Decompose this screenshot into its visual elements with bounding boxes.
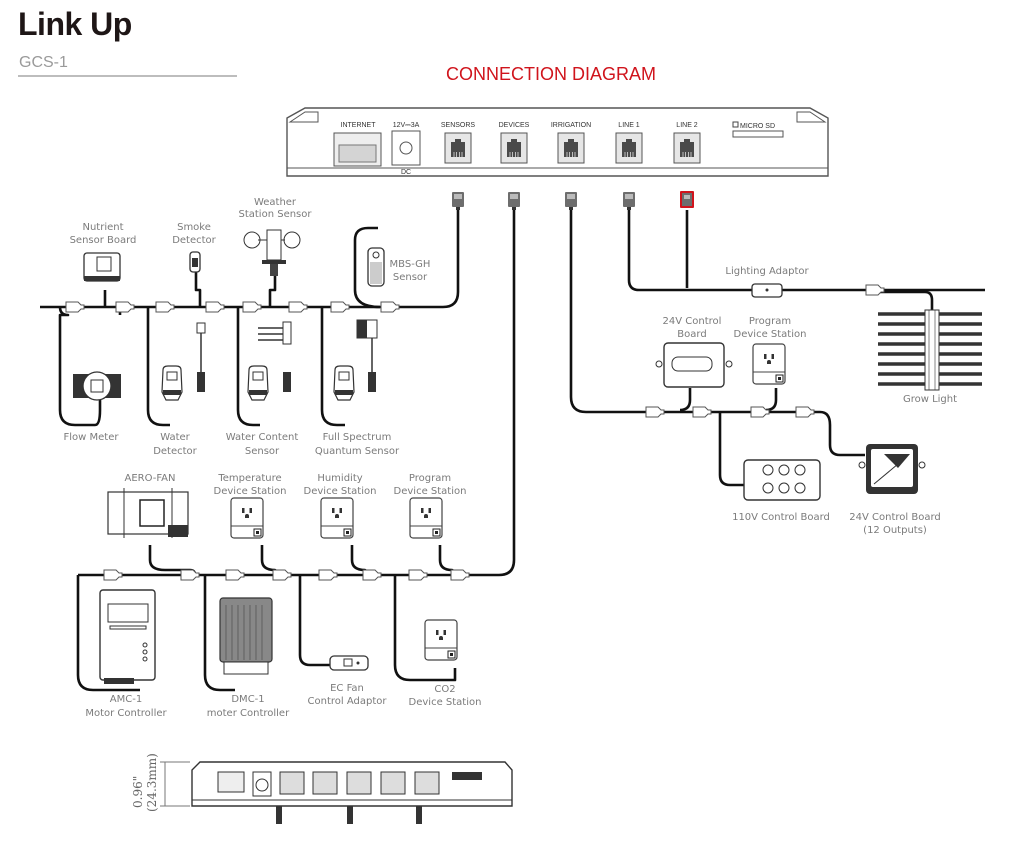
port-label-line-1: LINE 1: [618, 122, 640, 129]
mbs-gh-sensor: [367, 247, 385, 287]
port-devices: [500, 132, 528, 164]
plug-sensors-icon: [452, 192, 464, 210]
label-water-detector-line2: Detector: [153, 446, 197, 457]
ec-fan-control-adaptor: [329, 655, 369, 671]
label-24v-line2: Board: [677, 329, 706, 340]
port-label-internet: INTERNET: [341, 122, 377, 129]
label-dmc-line2: moter Controller: [207, 708, 290, 719]
lighting-adaptor: [751, 283, 783, 298]
label-water-content-line1: Water Content: [226, 432, 299, 443]
label-110v: 110V Control Board: [732, 512, 830, 523]
grow-light: [878, 309, 982, 391]
amc-1-motor-controller: [99, 589, 156, 684]
water-content-sensor: [247, 321, 292, 401]
port-line-2: [673, 132, 701, 164]
sd-indicator-icon: [732, 121, 739, 128]
port-irrigation: [557, 132, 585, 164]
page-subtitle: GCS-1: [19, 54, 68, 71]
sd-label: MICRO SD: [740, 123, 775, 130]
program-device-station-devices[interactable]: [409, 497, 443, 539]
label-mbs-line1: MBS-GH: [390, 259, 431, 270]
labels: Nutrient Sensor Board Smoke Detector Wea…: [64, 197, 958, 719]
plug-devices-icon: [508, 192, 520, 210]
label-nutrient-line2: Sensor Board: [70, 235, 137, 246]
port-label-sensors: SENSORS: [441, 122, 476, 129]
nutrient-sensor-board: [83, 252, 121, 282]
humidity-device-station[interactable]: [320, 497, 354, 539]
label-program-devices-line1: Program: [409, 473, 451, 484]
110v-control-board: [743, 459, 821, 501]
co2-device-station[interactable]: [424, 619, 458, 661]
label-24v-12-line2: (12 Outputs): [863, 525, 927, 536]
aero-fan: [107, 488, 189, 538]
label-24v-line1: 24V Control: [663, 316, 722, 327]
label-grow-light: Grow Light: [903, 394, 957, 405]
irrigation-cable: [569, 210, 820, 414]
label-smoke-line1: Smoke: [177, 222, 211, 233]
dimension-mm: (24.3mm): [145, 753, 159, 812]
plug-line-2-icon: [680, 191, 694, 208]
label-water-content-line2: Sensor: [245, 446, 280, 457]
dmc-1-motor-controller: [219, 597, 273, 675]
label-ec-fan-line2: Control Adaptor: [308, 696, 388, 707]
label-program-devices-line2: Device Station: [394, 486, 467, 497]
cables: [40, 210, 985, 692]
label-quantum-line2: Quantum Sensor: [315, 446, 400, 457]
port-line-1: [615, 132, 643, 164]
label-aero-fan: AERO-FAN: [124, 473, 175, 484]
dc-label: DC: [401, 169, 411, 176]
label-humidity-line2: Device Station: [304, 486, 377, 497]
label-dmc-line1: DMC-1: [231, 694, 264, 705]
plug-line-1-icon: [623, 192, 635, 210]
label-mbs-line2: Sensor: [393, 272, 428, 283]
label-quantum-line1: Full Spectrum: [323, 432, 392, 443]
diagram-title: CONNECTION DIAGRAM: [446, 64, 657, 84]
label-water-detector-line1: Water: [160, 432, 190, 443]
program-device-station-irrigation[interactable]: [752, 343, 786, 385]
label-nutrient-line1: Nutrient: [82, 222, 123, 233]
port-label-irrigation: IRRIGATION: [551, 122, 591, 129]
label-flow-meter: Flow Meter: [64, 432, 120, 443]
label-program-irrigation-line2: Device Station: [734, 329, 807, 340]
label-lighting-adaptor: Lighting Adaptor: [725, 266, 809, 277]
devices-cable: [78, 210, 516, 577]
label-weather-line1: Weather: [254, 197, 297, 208]
subtitle-underline: [18, 75, 237, 77]
label-co2-line2: Device Station: [409, 697, 482, 708]
smoke-detector: [189, 251, 201, 273]
label-co2-line1: CO2: [434, 684, 455, 695]
micro-sd-slot[interactable]: [732, 130, 784, 138]
temperature-device-station[interactable]: [230, 497, 264, 539]
label-temperature-line2: Device Station: [214, 486, 287, 497]
side-view-drawing: 0.96" (24.3mm): [131, 753, 513, 824]
page-title: Link Up: [18, 6, 132, 42]
dimension-inches: 0.96": [131, 776, 145, 808]
water-detector: [161, 322, 206, 401]
24v-control-board-12-outputs: [858, 444, 926, 494]
label-amc-line1: AMC-1: [110, 694, 142, 705]
port-label-devices: DEVICES: [499, 122, 530, 129]
flow-meter: [73, 371, 121, 401]
label-ec-fan-line1: EC Fan: [330, 683, 364, 694]
port-label-line-2: LINE 2: [676, 122, 698, 129]
sensors-cable: [40, 210, 460, 309]
controller-unit: DC INTERNET 12V⎓3A SENSORS DEVICES IRRIG…: [286, 107, 829, 177]
label-program-irrigation-line1: Program: [749, 316, 791, 327]
label-humidity-line1: Humidity: [317, 473, 362, 484]
port-sensors: [444, 132, 472, 164]
label-temperature-line1: Temperature: [217, 473, 281, 484]
plug-irrigation-icon: [565, 192, 577, 210]
line-1-cable: [627, 210, 985, 292]
24v-control-board: [655, 342, 733, 388]
label-24v-12-line1: 24V Control Board: [849, 512, 940, 523]
full-spectrum-quantum-sensor: [333, 319, 378, 401]
label-amc-line2: Motor Controller: [85, 708, 167, 719]
port-label-dc: 12V⎓3A: [393, 122, 420, 129]
label-smoke-line2: Detector: [172, 235, 216, 246]
label-weather-line2: Station Sensor: [238, 209, 312, 220]
weather-station-sensor: [243, 229, 301, 276]
